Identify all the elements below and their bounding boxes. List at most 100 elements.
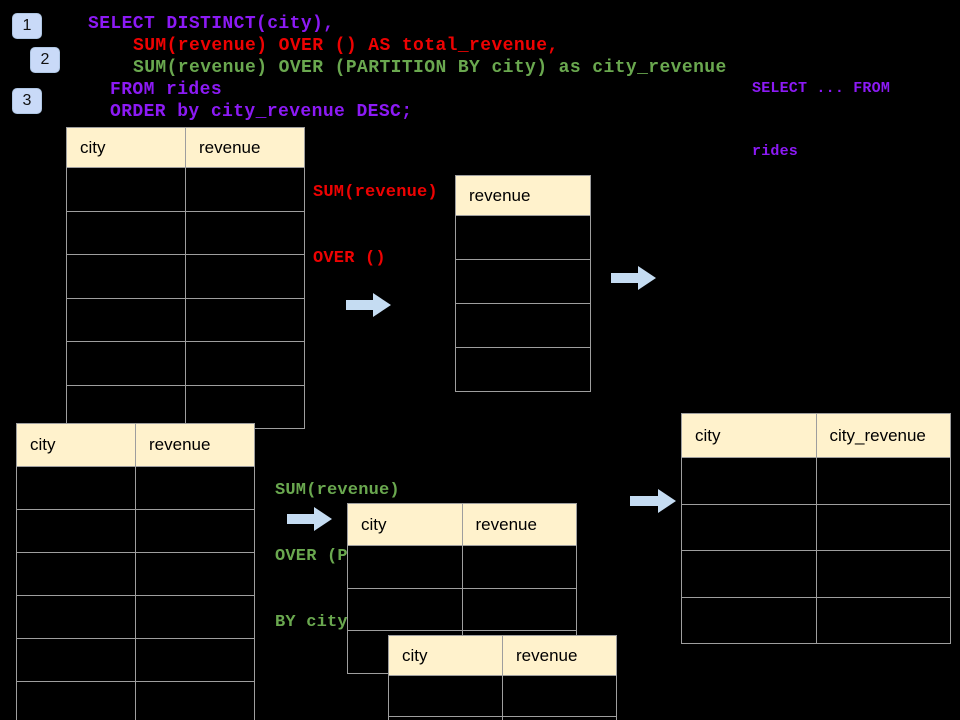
sql-line-partition: SUM(revenue) OVER (PARTITION BY city) as… (133, 58, 727, 78)
table-row (16, 509, 255, 553)
label-partition-line1: SUM(revenue) (275, 481, 400, 500)
column-header-city: city (66, 127, 186, 168)
column-header-revenue: revenue (455, 175, 591, 216)
empty-cell (455, 303, 591, 348)
empty-cell (16, 509, 136, 553)
empty-cell (16, 638, 136, 682)
empty-cell (66, 384, 186, 429)
table-row (16, 466, 255, 510)
label-total-line2: OVER () (313, 249, 386, 268)
empty-cell (16, 595, 136, 639)
table-row (66, 384, 305, 429)
empty-cell (455, 347, 591, 392)
table-row (66, 254, 305, 299)
empty-cell (66, 210, 186, 255)
empty-cell (815, 596, 951, 644)
table-row (16, 681, 255, 720)
data-table: city revenue (347, 503, 577, 674)
column-header-city: city (16, 423, 136, 467)
empty-cell (681, 503, 817, 551)
side-note-line2: rides (752, 143, 799, 160)
table-row (347, 587, 577, 631)
table-row (66, 210, 305, 255)
side-note: SELECT ... FROM rides (752, 36, 890, 204)
empty-cell (681, 596, 817, 644)
empty-cell (681, 550, 817, 598)
empty-cell (135, 638, 255, 682)
sql-line-order: ORDER by city_revenue DESC; (110, 102, 413, 122)
empty-cell (16, 552, 136, 596)
empty-cell (185, 167, 305, 212)
empty-cell (135, 552, 255, 596)
empty-cell (461, 587, 577, 631)
empty-cell (815, 503, 951, 551)
step-badge-2: 2 (30, 47, 60, 73)
side-note-line1: SELECT ... FROM (752, 80, 891, 97)
table-row (455, 259, 591, 304)
table-partition-back: city revenue (347, 503, 577, 674)
column-header-revenue: revenue (502, 635, 617, 676)
empty-cell (815, 550, 951, 598)
column-header-city_revenue: city_revenue (815, 413, 951, 458)
table-row (681, 596, 951, 644)
empty-cell (502, 675, 617, 717)
empty-cell (16, 681, 136, 720)
table-row (66, 341, 305, 386)
flow-arrow-right-icon (287, 507, 332, 531)
empty-cell (16, 466, 136, 510)
table-row (681, 550, 951, 598)
empty-cell (347, 587, 463, 631)
flow-arrow-right-icon (630, 489, 676, 513)
empty-cell (502, 716, 617, 720)
table-row (388, 716, 617, 720)
step-badge-3: 3 (12, 88, 42, 114)
flow-arrow-right-icon (611, 266, 656, 290)
sql-line-total: SUM(revenue) OVER () AS total_revenue, (133, 36, 559, 56)
empty-cell (66, 341, 186, 386)
table-row (681, 503, 951, 551)
empty-cell (185, 341, 305, 386)
table-row (16, 552, 255, 596)
column-header-revenue: revenue (185, 127, 305, 168)
data-table: revenue (455, 175, 591, 392)
sql-line-from: FROM rides (110, 80, 223, 100)
empty-cell (185, 384, 305, 429)
empty-cell (135, 509, 255, 553)
empty-cell (461, 545, 577, 589)
sql-line-select: SELECT DISTINCT(city), (88, 14, 335, 34)
empty-cell (135, 466, 255, 510)
empty-cell (185, 254, 305, 299)
column-header-city: city (681, 413, 817, 458)
table-row (681, 457, 951, 505)
column-header-revenue: revenue (461, 503, 577, 546)
empty-cell (388, 675, 503, 717)
column-header-revenue: revenue (135, 423, 255, 467)
label-total-line1: SUM(revenue) (313, 183, 438, 202)
table-row (66, 167, 305, 212)
table-row (16, 638, 255, 682)
table-row (388, 675, 617, 717)
table-row (455, 215, 591, 260)
empty-cell (66, 297, 186, 342)
label-partition-line3: BY city) (275, 613, 359, 632)
column-header-city: city (388, 635, 503, 676)
empty-cell (66, 167, 186, 212)
empty-cell (347, 545, 463, 589)
empty-cell (388, 716, 503, 720)
empty-cell (185, 210, 305, 255)
empty-cell (135, 681, 255, 720)
empty-cell (135, 595, 255, 639)
table-row (347, 545, 577, 589)
table-revenue-only: revenue (455, 175, 591, 392)
table-row (455, 303, 591, 348)
empty-cell (185, 297, 305, 342)
